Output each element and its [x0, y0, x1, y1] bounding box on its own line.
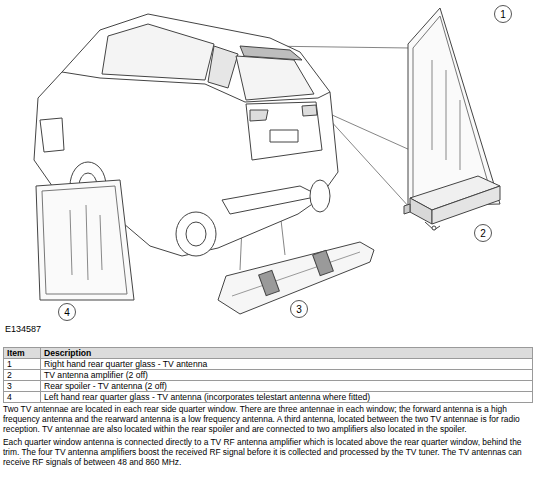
callout-text: 1	[500, 9, 506, 20]
item-cell: 2	[4, 370, 41, 381]
vehicle-outline	[240, 46, 302, 60]
table-row: 3 Rear spoiler - TV antenna (2 off)	[4, 381, 533, 392]
table-cell: 1	[7, 359, 12, 369]
callout-text: 2	[480, 228, 486, 239]
callout-number: 2	[474, 224, 492, 242]
figure-ref: E134587	[5, 324, 41, 334]
quarter-glass-right	[460, 100, 461, 170]
item-cell: 4	[4, 392, 41, 403]
antenna-amplifier	[432, 186, 500, 224]
rear-spoiler	[259, 270, 280, 295]
figure-ref-text: E134587	[5, 324, 41, 334]
callout-text: 4	[64, 307, 70, 318]
quarter-glass-left	[86, 205, 88, 280]
callout-number: 3	[290, 300, 308, 318]
item-table: Item Description 1 Right hand rear quarter …	[3, 347, 533, 403]
table-cell: Left hand rear quarter glass - TV antenn…	[44, 392, 370, 402]
vehicle-outline	[102, 24, 214, 80]
vehicle-outline	[186, 222, 206, 246]
table-row: 2 TV antenna amplifier (2 off)	[4, 370, 533, 381]
table-cell: Right hand rear quarter glass - TV anten…	[44, 359, 207, 369]
description-cell: TV antenna amplifier (2 off)	[41, 370, 533, 381]
table-row: 1 Right hand rear quarter glass - TV ante…	[4, 359, 533, 370]
table-row: 4 Left hand rear quarter glass - TV anten…	[4, 392, 533, 403]
callout-number: 1	[494, 5, 512, 23]
item-cell: Item	[4, 348, 41, 359]
quarter-glass-left	[36, 180, 134, 300]
table-cell: 4	[7, 392, 12, 402]
antenna-amplifier	[404, 204, 410, 214]
table-cell: 2	[7, 370, 12, 380]
description-cell: Description	[41, 348, 533, 359]
quarter-glass-right	[446, 70, 447, 160]
table-header: Description	[44, 348, 91, 358]
body-text: Two TV antennae are located in each rear…	[3, 405, 533, 472]
quarter-glass-left	[100, 215, 102, 270]
vehicle-outline	[236, 56, 314, 100]
vehicle-outline	[310, 180, 330, 212]
antenna-amplifier	[432, 226, 436, 230]
vehicle-outline	[208, 46, 238, 88]
vehicle-outline	[246, 102, 322, 160]
item-cell: 3	[4, 381, 41, 392]
paragraph: Each quarter window antenna is connected…	[3, 438, 533, 467]
description-cell: Left hand rear quarter glass - TV antenn…	[41, 392, 533, 403]
quarter-glass-left	[36, 180, 134, 300]
quarter-glass-right	[408, 8, 500, 206]
vehicle-outline	[176, 212, 216, 256]
quarter-glass-left	[70, 210, 72, 275]
rear-spoiler	[313, 250, 334, 275]
quarter-glass-right	[432, 60, 433, 150]
table-cell: TV antenna amplifier (2 off)	[44, 370, 148, 380]
description-cell: Right hand rear quarter glass - TV anten…	[41, 359, 533, 370]
paragraph: Two TV antennae are located in each rear…	[3, 405, 533, 434]
table-header: Item	[7, 348, 25, 358]
quarter-glass-right	[413, 16, 493, 201]
antenna-amplifier	[410, 198, 432, 224]
vehicle-outline	[250, 110, 268, 121]
table-row: Item Description	[4, 348, 533, 359]
table-cell: 3	[7, 381, 12, 391]
vehicle-outline	[302, 105, 317, 116]
antenna-amplifier	[404, 176, 500, 230]
vehicle-outline	[270, 130, 298, 142]
callout-number: 4	[58, 303, 76, 321]
antenna-amplifier	[425, 222, 440, 230]
description-cell: Rear spoiler - TV antenna (2 off)	[41, 381, 533, 392]
rear-spoiler	[232, 252, 360, 296]
table-cell: Rear spoiler - TV antenna (2 off)	[44, 381, 167, 391]
quarter-glass-right	[408, 8, 500, 206]
quarter-glass-left	[42, 186, 127, 294]
vehicle-outline	[40, 118, 64, 152]
vehicle-outline	[222, 186, 320, 214]
item-cell: 1	[4, 359, 41, 370]
paragraph-text: Two TV antennae are located in each rear…	[3, 404, 520, 434]
paragraph-text: Each quarter window antenna is connected…	[3, 437, 522, 467]
callout-text: 3	[296, 304, 302, 315]
